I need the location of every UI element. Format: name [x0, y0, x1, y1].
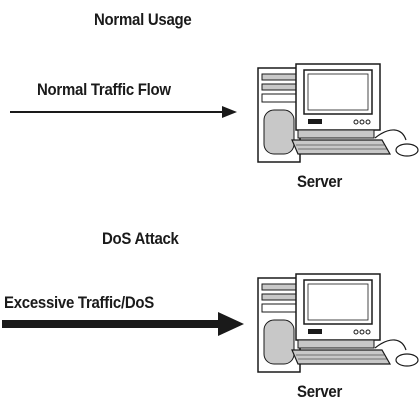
arrow-label-normal-traffic: Normal Traffic Flow: [37, 80, 171, 99]
section-title-dos-attack: DoS Attack: [102, 229, 179, 248]
section-title-normal-usage: Normal Usage: [94, 10, 192, 29]
server-label-normal: Server: [297, 172, 343, 191]
server-label-dos: Server: [297, 382, 343, 401]
arrow-label-excessive-traffic: Excessive Traffic/DoS: [4, 293, 154, 312]
